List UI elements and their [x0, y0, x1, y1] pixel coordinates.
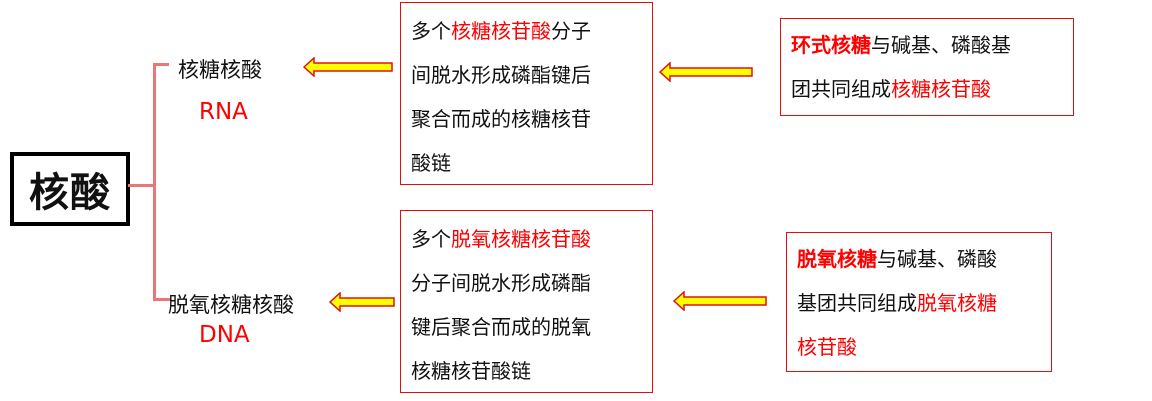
box-line: 键后聚合而成的脱氧 [411, 315, 591, 339]
highlight-text: 核糖核苷酸 [451, 19, 551, 43]
rna-monomer-box: 环式核糖与碱基、磷酸基 团共同组成核糖核苷酸 [780, 18, 1074, 116]
highlight-text: 核糖核苷酸 [891, 77, 991, 101]
text: 与碱基、磷酸 [877, 247, 997, 271]
abbr-rna: RNA [199, 99, 248, 125]
bracket-bottom-tick [153, 298, 171, 301]
dna-polymer-box: 多个脱氧核糖核苷酸 分子间脱水形成磷酯 键后聚合而成的脱氧 核糖核苷酸链 [400, 210, 653, 393]
abbr-dna: DNA [199, 322, 250, 348]
box-line: 脱氧核糖与碱基、磷酸 [797, 237, 1051, 281]
text: 分子 [551, 19, 591, 43]
text: 基团共同组成 [797, 291, 917, 315]
bracket-vertical [153, 64, 156, 301]
text: 团共同组成 [791, 77, 891, 101]
bracket-connector [128, 184, 155, 187]
highlight-text: 脱氧核糖 [797, 247, 877, 271]
text: 与碱基、磷酸基 [871, 33, 1011, 57]
highlight-text: 脱氧核糖 [917, 291, 997, 315]
left-arrow-icon [329, 292, 395, 312]
box-line: 核糖核苷酸链 [411, 359, 531, 383]
left-arrow-icon [673, 291, 767, 311]
branch-label-rna: 核糖核酸 [178, 58, 262, 82]
box-line: 核苷酸 [797, 335, 857, 359]
main-node-nucleic-acid: 核酸 [10, 152, 130, 226]
box-line: 多个核糖核苷酸分子 [411, 9, 652, 53]
text: 多个 [411, 227, 451, 251]
left-arrow-icon [659, 62, 753, 82]
highlight-text: 环式核糖 [791, 33, 871, 57]
box-line: 间脱水形成磷酯键后 [411, 63, 591, 87]
left-arrow-icon [303, 57, 393, 77]
highlight-text: 脱氧核糖核苷酸 [451, 227, 591, 251]
dna-monomer-box: 脱氧核糖与碱基、磷酸 基团共同组成脱氧核糖 核苷酸 [786, 232, 1052, 372]
box-line: 环式核糖与碱基、磷酸基 [791, 23, 1073, 67]
rna-polymer-box: 多个核糖核苷酸分子 间脱水形成磷酯键后 聚合而成的核糖核苷 酸链 [400, 2, 653, 185]
branch-label-dna: 脱氧核糖核酸 [168, 293, 294, 317]
box-line: 多个脱氧核糖核苷酸 [411, 217, 652, 261]
box-line: 酸链 [411, 151, 451, 175]
box-line: 基团共同组成脱氧核糖 [797, 281, 1051, 325]
box-line: 团共同组成核糖核苷酸 [791, 67, 1073, 111]
main-node-label: 核酸 [29, 170, 111, 216]
box-line: 分子间脱水形成磷酯 [411, 271, 591, 295]
text: 多个 [411, 19, 451, 43]
bracket-top-tick [153, 63, 169, 66]
box-line: 聚合而成的核糖核苷 [411, 107, 591, 131]
